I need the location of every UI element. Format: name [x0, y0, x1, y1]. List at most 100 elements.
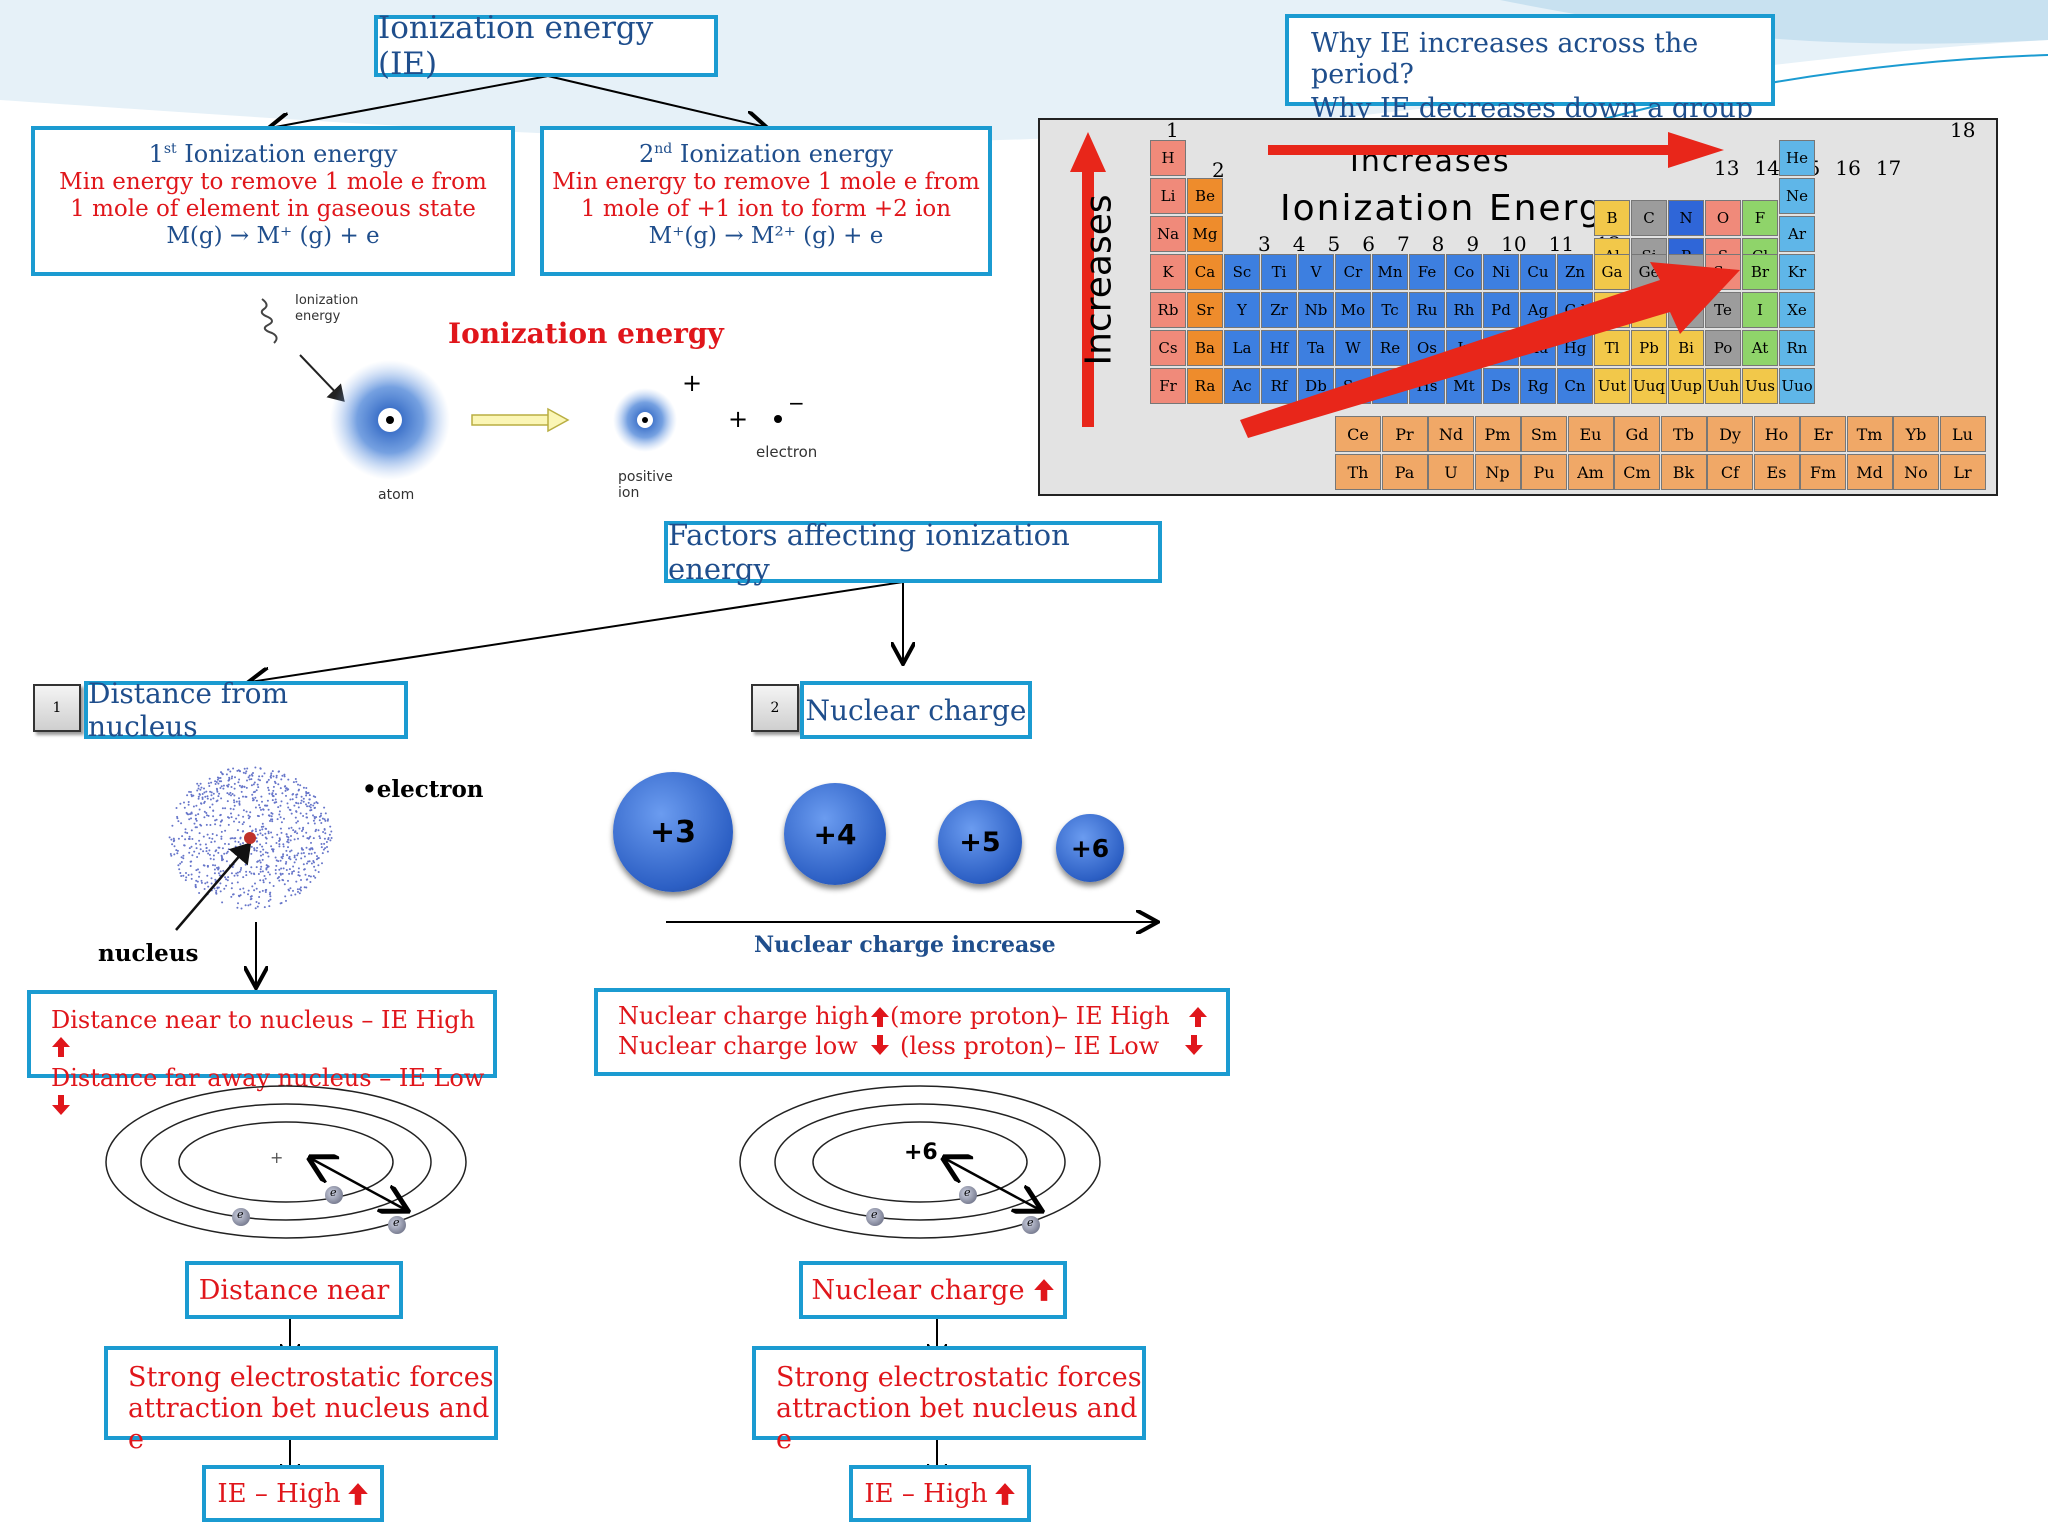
group-13: 13 — [1714, 156, 1740, 180]
cloud-dot — [200, 881, 203, 884]
cloud-dot — [207, 814, 210, 817]
right-step2-box: Strong electrostatic forces attraction b… — [752, 1346, 1146, 1455]
cloud-dot — [312, 875, 315, 878]
cloud-dot — [200, 824, 203, 827]
cloud-dot — [240, 867, 243, 869]
cloud-dot — [277, 770, 280, 773]
cloud-dot — [195, 879, 198, 882]
cloud-dot — [243, 891, 246, 894]
second-ie-equation: M⁺(g) → M²⁺ (g) + e — [648, 223, 884, 249]
cloud-dot — [305, 886, 308, 889]
cloud-dot — [272, 789, 275, 792]
cloud-dot — [267, 786, 270, 789]
cloud-dot — [242, 809, 245, 812]
cloud-dot — [300, 852, 303, 855]
cloud-dot — [278, 879, 281, 882]
element-li: Li — [1150, 178, 1186, 214]
cloud-dot — [206, 797, 209, 800]
second-ie-heading-num: 2 — [638, 140, 655, 168]
cloud-dot — [292, 870, 295, 873]
cloud-dot — [268, 905, 271, 908]
orbit-diagram-right-graphic — [739, 1085, 1101, 1239]
ion-figure-title: Ionization energy — [448, 317, 724, 350]
cloud-dot — [230, 887, 233, 890]
left-step3: IE – High — [206, 1469, 380, 1518]
cloud-dot — [305, 812, 308, 815]
cloud-dot — [248, 774, 251, 777]
cloud-dot — [267, 900, 270, 902]
cloud-dot — [326, 850, 329, 853]
cloud-dot — [229, 807, 232, 810]
cloud-dot — [300, 847, 303, 850]
cloud-dot — [199, 848, 202, 851]
cloud-dot — [175, 807, 178, 809]
cloud-dot — [283, 773, 286, 776]
question-box: Why IE increases across the period? Why … — [1285, 14, 1775, 155]
cloud-dot — [303, 855, 306, 858]
cloud-dot — [285, 869, 288, 871]
cloud-dot — [219, 820, 222, 823]
cloud-dot — [285, 899, 287, 902]
element-uuo: Uuo — [1779, 368, 1815, 404]
element-dy: Dy — [1707, 416, 1753, 452]
cloud-dot — [236, 871, 239, 874]
element-kr: Kr — [1779, 254, 1815, 290]
cloud-dot — [217, 846, 220, 849]
cloud-dot — [279, 787, 282, 790]
cloud-electron-label: •electron — [362, 776, 484, 803]
charge-ball-plus6: +6 — [1056, 814, 1124, 882]
right-step1-box: Nuclear charge — [799, 1261, 1067, 1319]
cloud-dot — [264, 877, 267, 880]
cloud-dot — [257, 873, 260, 875]
cloud-dot — [319, 837, 322, 840]
cloud-dot — [254, 806, 257, 809]
cloud-dot — [295, 880, 298, 883]
ie-title-box: Ionization energy (IE) — [374, 10, 718, 82]
cloud-dot — [212, 792, 215, 795]
cloud-dot — [269, 891, 272, 894]
element-ra: Ra — [1187, 368, 1223, 404]
cloud-dot — [179, 802, 182, 805]
cloud-dot — [288, 808, 291, 811]
cloud-dot — [244, 863, 247, 866]
element-ca: Ca — [1187, 254, 1223, 290]
cloud-dot — [297, 852, 300, 855]
cloud-dot — [250, 784, 253, 787]
cloud-dot — [198, 871, 201, 874]
cloud-dot — [176, 849, 179, 852]
cloud-dot — [247, 776, 250, 779]
cloud-dot — [185, 811, 188, 814]
cloud-dot — [242, 821, 245, 824]
cloud-dot — [293, 854, 296, 857]
cloud-dot — [270, 845, 273, 848]
cloud-dot — [234, 845, 237, 848]
cloud-dot — [247, 893, 249, 896]
cloud-dot — [254, 790, 256, 793]
cloud-dot — [199, 788, 202, 791]
group-7: 7 — [1396, 232, 1410, 256]
cloud-dot — [261, 800, 263, 803]
cloud-dot — [323, 837, 326, 840]
cloud-dot — [262, 825, 265, 828]
cloud-dot — [320, 846, 323, 849]
element-tb: Tb — [1660, 416, 1707, 452]
element-te: Te — [1705, 292, 1741, 328]
cloud-dot — [245, 786, 248, 789]
cloud-dot — [190, 873, 193, 876]
cloud-dot — [189, 865, 192, 867]
cloud-dot — [274, 872, 277, 875]
cloud-dot — [203, 791, 206, 794]
cloud-dot — [296, 888, 299, 891]
cloud-dot — [271, 812, 274, 815]
cloud-dot — [210, 791, 213, 794]
cloud-dot — [329, 825, 332, 828]
cloud-dot — [188, 847, 191, 850]
cloud-dot — [216, 790, 219, 793]
cloud-dot — [307, 860, 310, 863]
cloud-dot — [208, 785, 211, 787]
cloud-dot — [302, 863, 305, 866]
cloud-dot — [214, 780, 217, 783]
cloud-dot — [205, 846, 208, 849]
cloud-dot — [307, 801, 310, 804]
minus-charge: − — [788, 391, 805, 415]
